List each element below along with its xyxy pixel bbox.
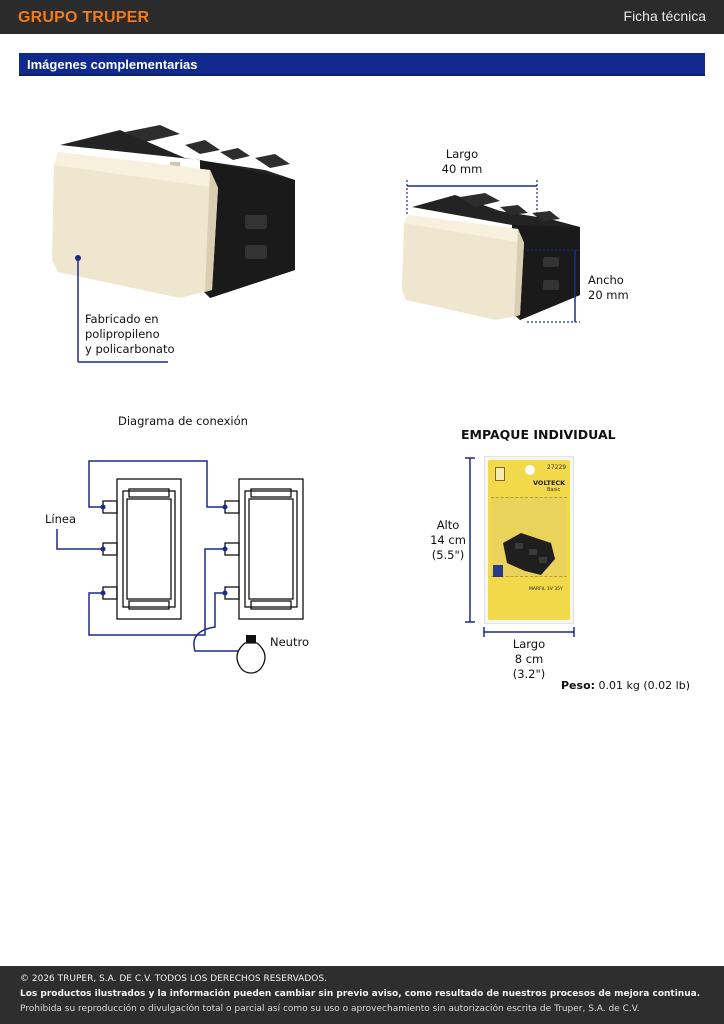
package-largo-value: 8 cm (514, 652, 544, 666)
section-header: Imágenes complementarias (19, 53, 705, 76)
largo-dimension-line (406, 180, 538, 216)
package-alto-inch: (5.5") (431, 548, 465, 562)
ancho-dimension-line (527, 249, 580, 323)
material-label: Fabricado en polipropileno y policarbona… (85, 312, 175, 357)
package-alto-title: Alto (436, 518, 460, 532)
light-bulb-icon (236, 635, 266, 674)
package-weight: Peso: 0.01 kg (0.02 lb) (561, 678, 690, 693)
neutro-label: Neutro (270, 635, 309, 649)
ancho-label: Ancho 20 mm (588, 273, 629, 303)
package-title: EMPAQUE INDIVIDUAL (461, 427, 616, 442)
diagram-wires (56, 460, 245, 652)
package-text: MARFIL 1V 35Y (529, 587, 563, 592)
package-alto-value: 14 cm (430, 533, 466, 547)
switch-image-large (52, 125, 295, 298)
footer-notice: Los productos ilustrados y la informació… (20, 989, 701, 999)
section-title: Imágenes complementarias (27, 57, 198, 72)
material-line-3: y policarbonato (85, 342, 175, 356)
ancho-value: 20 mm (588, 288, 629, 302)
package-largo-title: Largo (512, 637, 546, 651)
package-blue-icon (493, 565, 503, 577)
largo-value: 40 mm (441, 162, 483, 176)
brand-logo: GRUPO TRUPER (18, 9, 150, 26)
package-brand: VOLTECK (533, 479, 566, 487)
package-icon-box (495, 467, 505, 481)
material-line-2: polipropileno (85, 327, 160, 341)
package-width-line (483, 627, 575, 637)
footer: © 2026 TRUPER, S.A. DE C.V. TODOS LOS DE… (0, 966, 724, 1024)
package-weight-value: 0.01 kg (0.02 lb) (598, 679, 690, 692)
linea-label: Línea (45, 512, 77, 526)
package-height-line (465, 457, 475, 623)
package-largo-label: Largo 8 cm (3.2") (504, 637, 554, 682)
connection-diagram (56, 460, 304, 674)
material-callout-line (75, 255, 168, 363)
material-line-1: Fabricado en (85, 312, 159, 326)
diagram-switch-right (224, 478, 304, 620)
package-largo-inch: (3.2") (512, 667, 546, 681)
diagram-switch-left (102, 478, 182, 620)
diagram-title: Diagrama de conexión (118, 414, 248, 428)
package-code: 27229 (547, 464, 567, 471)
largo-label: Largo 40 mm (432, 147, 492, 177)
package-weight-label: Peso: (561, 679, 596, 692)
package-alto-label: Alto 14 cm (5.5") (426, 518, 470, 563)
header-bar: GRUPO TRUPER Ficha técnica (0, 0, 724, 34)
package-hang-hole (525, 465, 535, 475)
package-switch-icon (503, 533, 555, 575)
diagram-terminals (100, 504, 228, 596)
largo-title: Largo (445, 147, 479, 161)
document-type: Ficha técnica (623, 8, 706, 24)
footer-prohibition: Prohibida su reproducción o divulgación … (20, 1004, 640, 1014)
footer-copyright: © 2026 TRUPER, S.A. DE C.V. TODOS LOS DE… (20, 974, 327, 984)
package-image: 27229 VOLTECK Basic MARFIL 1V 35Y (484, 456, 574, 624)
package-brand-sub: Basic (547, 487, 561, 493)
switch-image-dimensions (402, 193, 580, 320)
ancho-title: Ancho (588, 273, 624, 287)
